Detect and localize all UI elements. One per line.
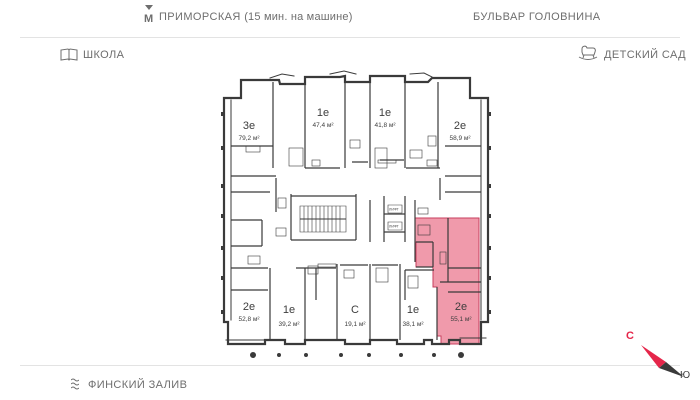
- lift-label-1: ЛИФТ: [389, 208, 399, 212]
- apartment-1e-381[interactable]: 1е 38,1 м²: [402, 304, 424, 328]
- apartment-c-191[interactable]: С 19,1 м²: [344, 304, 366, 328]
- compass-north-label: С: [626, 330, 634, 342]
- apartment-type: 2е: [454, 120, 466, 132]
- apartment-type: 1е: [407, 304, 419, 316]
- apartment-area: 55,1 м²: [450, 316, 472, 323]
- lift-label-2: ЛИФТ: [389, 225, 399, 229]
- apartment-type: 1е: [317, 107, 329, 119]
- apartment-type: 1е: [379, 107, 391, 119]
- rocking-horse-icon: [577, 44, 599, 65]
- apartment-area: 52,8 м²: [238, 316, 260, 323]
- waves-icon: [70, 378, 80, 393]
- stair-core: [299, 204, 403, 233]
- apartment-1e-418[interactable]: 1е 41,8 м²: [374, 107, 396, 129]
- apartment-type: 3е: [243, 120, 255, 132]
- metro-distance: (15 мин. на машине): [244, 11, 353, 23]
- apartment-area: 41,8 м²: [374, 122, 396, 129]
- apartment-area: 39,2 м²: [278, 321, 300, 328]
- apartment-2e-528[interactable]: 2е 52,8 м²: [238, 301, 260, 323]
- columns: [221, 112, 491, 358]
- apartment-1e-474[interactable]: 1е 47,4 м²: [312, 107, 334, 129]
- apartment-area: 19,1 м²: [344, 321, 366, 328]
- footer-divider: [20, 365, 680, 366]
- compass-needle-icon: [641, 345, 666, 368]
- apartment-area: 47,4 м²: [312, 122, 334, 129]
- metro-station-name: ПРИМОРСКАЯ: [159, 11, 241, 23]
- compass: С Ю: [626, 330, 690, 381]
- outer-walls: [222, 70, 490, 346]
- apartment-1e-392[interactable]: 1е 39,2 м²: [278, 304, 300, 328]
- apartment-2e-551[interactable]: 2е 55,1 м²: [450, 301, 472, 323]
- apartment-highlight-2e-551[interactable]: [414, 217, 480, 345]
- apartment-area: 79,2 м²: [238, 135, 260, 142]
- boulevard-label: БУЛЬВАР ГОЛОВНИНА: [473, 11, 601, 23]
- book-icon: [60, 48, 78, 64]
- compass-south-label: Ю: [680, 370, 690, 381]
- bathroom-fixtures: [245, 135, 447, 289]
- apartment-2e-589[interactable]: 2е 58,9 м²: [449, 120, 471, 142]
- interior-walls: [231, 82, 481, 340]
- apartment-area: 38,1 м²: [402, 321, 424, 328]
- apartment-3e[interactable]: 3е 79,2 м²: [238, 120, 260, 142]
- apartment-type: 2е: [455, 301, 467, 313]
- apartment-type: С: [351, 304, 359, 316]
- apartment-type: 1е: [283, 304, 295, 316]
- apartment-area: 58,9 м²: [449, 135, 471, 142]
- apartment-type: 2е: [243, 301, 255, 313]
- header-divider: [20, 37, 680, 38]
